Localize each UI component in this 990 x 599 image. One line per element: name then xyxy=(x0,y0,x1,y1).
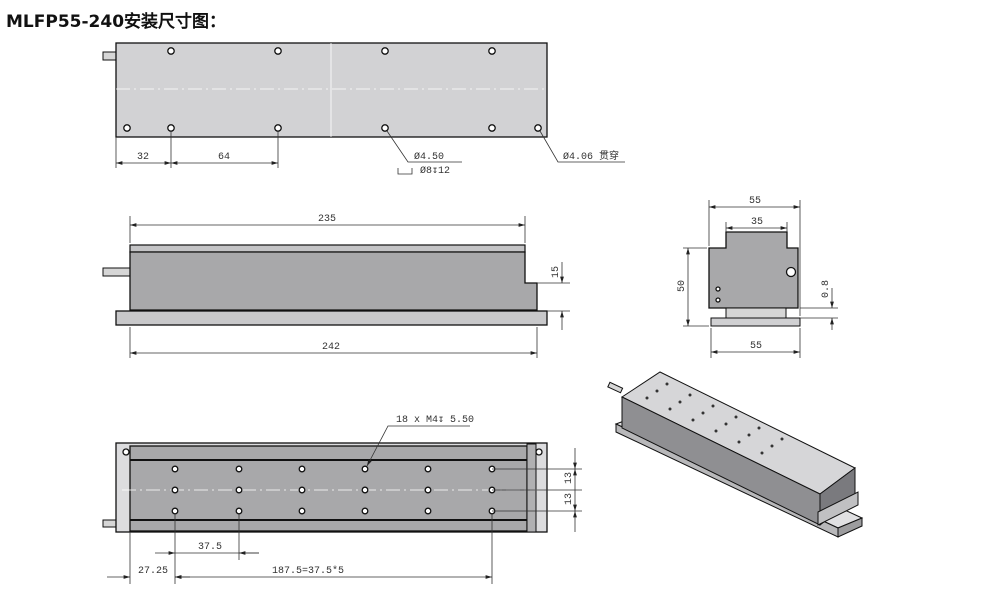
counterbore-spec: Ø8↧12 xyxy=(420,165,450,177)
dim-187-5: 187.5=37.5*5 xyxy=(272,565,344,577)
end-view: 55 35 50 0.8 55 xyxy=(677,196,838,358)
hole-spec-4-50: Ø4.50 xyxy=(414,151,444,163)
dim-55-bottom: 55 xyxy=(750,341,762,352)
top-view: 32 64 Ø4.50 Ø8↧12 Ø4.06 贯穿 xyxy=(102,42,625,177)
dim-15: 15 xyxy=(551,266,562,278)
dim-235: 235 xyxy=(318,214,336,225)
mounting-holes xyxy=(123,47,542,132)
dim-27-25: 27.25 xyxy=(138,566,168,577)
dim-32: 32 xyxy=(137,152,149,163)
dim-37-5: 37.5 xyxy=(198,542,222,553)
dim-64: 64 xyxy=(218,152,230,163)
dim-242: 242 xyxy=(322,342,340,353)
dim-13-upper: 13 xyxy=(564,472,575,484)
dim-13-lower: 13 xyxy=(564,493,575,505)
dim-35: 35 xyxy=(751,217,763,228)
dim-55-top: 55 xyxy=(749,196,761,207)
hole-spec-4-06: Ø4.06 贯穿 xyxy=(563,149,619,163)
drawing-title: MLFP55-240安装尺寸图： xyxy=(6,12,227,32)
bottom-view: 18 x M4↧ 5.50 37.5 27.25 187.5=37.5*5 13… xyxy=(102,415,582,584)
dim-50: 50 xyxy=(677,280,688,292)
holes-note: 18 x M4↧ 5.50 xyxy=(396,415,474,426)
side-view: 235 242 15 xyxy=(102,214,570,358)
dim-0-8: 0.8 xyxy=(821,280,832,298)
isometric-view xyxy=(607,371,864,538)
